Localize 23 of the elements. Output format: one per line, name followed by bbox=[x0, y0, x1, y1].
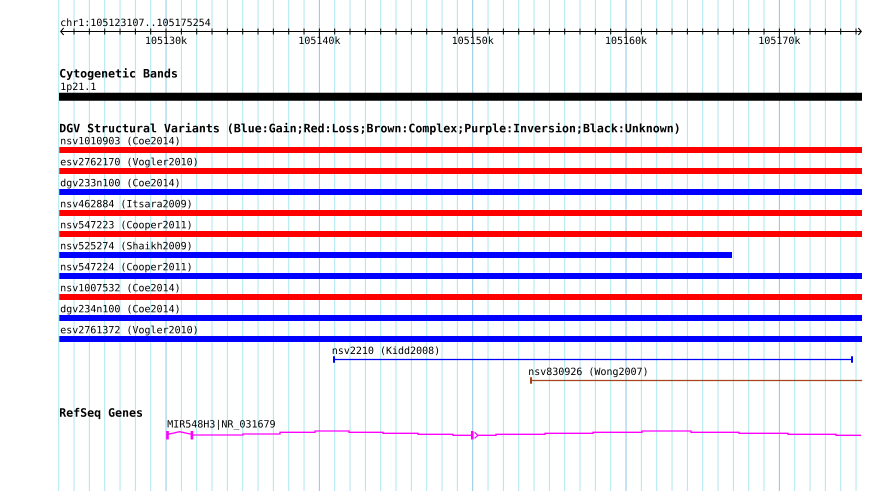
feature-label: nsv1010903 (Coe2014) bbox=[61, 136, 179, 146]
feature-label: dgv234n100 (Coe2014) bbox=[60, 304, 179, 314]
feature-label: nsv547224 (Cooper2011) bbox=[61, 262, 191, 272]
feature-label: dgv233n100 (Coe2014) bbox=[60, 178, 179, 188]
feature-label: nsv525274 (Shaikh2009) bbox=[61, 242, 191, 251]
feature-label: nsv462884 (Itsara2009) bbox=[61, 200, 191, 209]
tick-label: 105160k bbox=[606, 36, 647, 44]
track-heading: Cytogenetic Bands bbox=[60, 68, 177, 80]
tick-label: 105150k bbox=[452, 36, 494, 44]
band-label: 1p21.1 bbox=[61, 82, 96, 92]
tick-label: 105170k bbox=[760, 36, 800, 44]
feature-label: esv2762170 (Vogler2010) bbox=[60, 158, 197, 168]
track-heading: RefSeq Genes bbox=[60, 408, 142, 420]
track-heading: DGV Structural Variants (Blue:Gain;Red:Loss;Brown:Complex;Purple:Inversion;Black:Unknown) bbox=[60, 122, 679, 135]
tick-label: 105130k bbox=[146, 36, 187, 44]
feature-label: nsv2210 (Kidd2008) bbox=[332, 346, 438, 356]
feature-label: esv2761372 (Vogler2010) bbox=[60, 326, 197, 336]
feature-label: nsv1007532 (Coe2014) bbox=[61, 284, 179, 293]
tick-label: 105140k bbox=[300, 36, 340, 44]
feature-label: nsv830926 (Wong2007) bbox=[529, 367, 647, 378]
gene-label: MIR548H3|NR_031679 bbox=[168, 420, 275, 430]
feature-label: nsv547223 (Cooper2011) bbox=[61, 220, 191, 230]
locus-label: chr1:105123107..105175254 bbox=[61, 18, 210, 26]
